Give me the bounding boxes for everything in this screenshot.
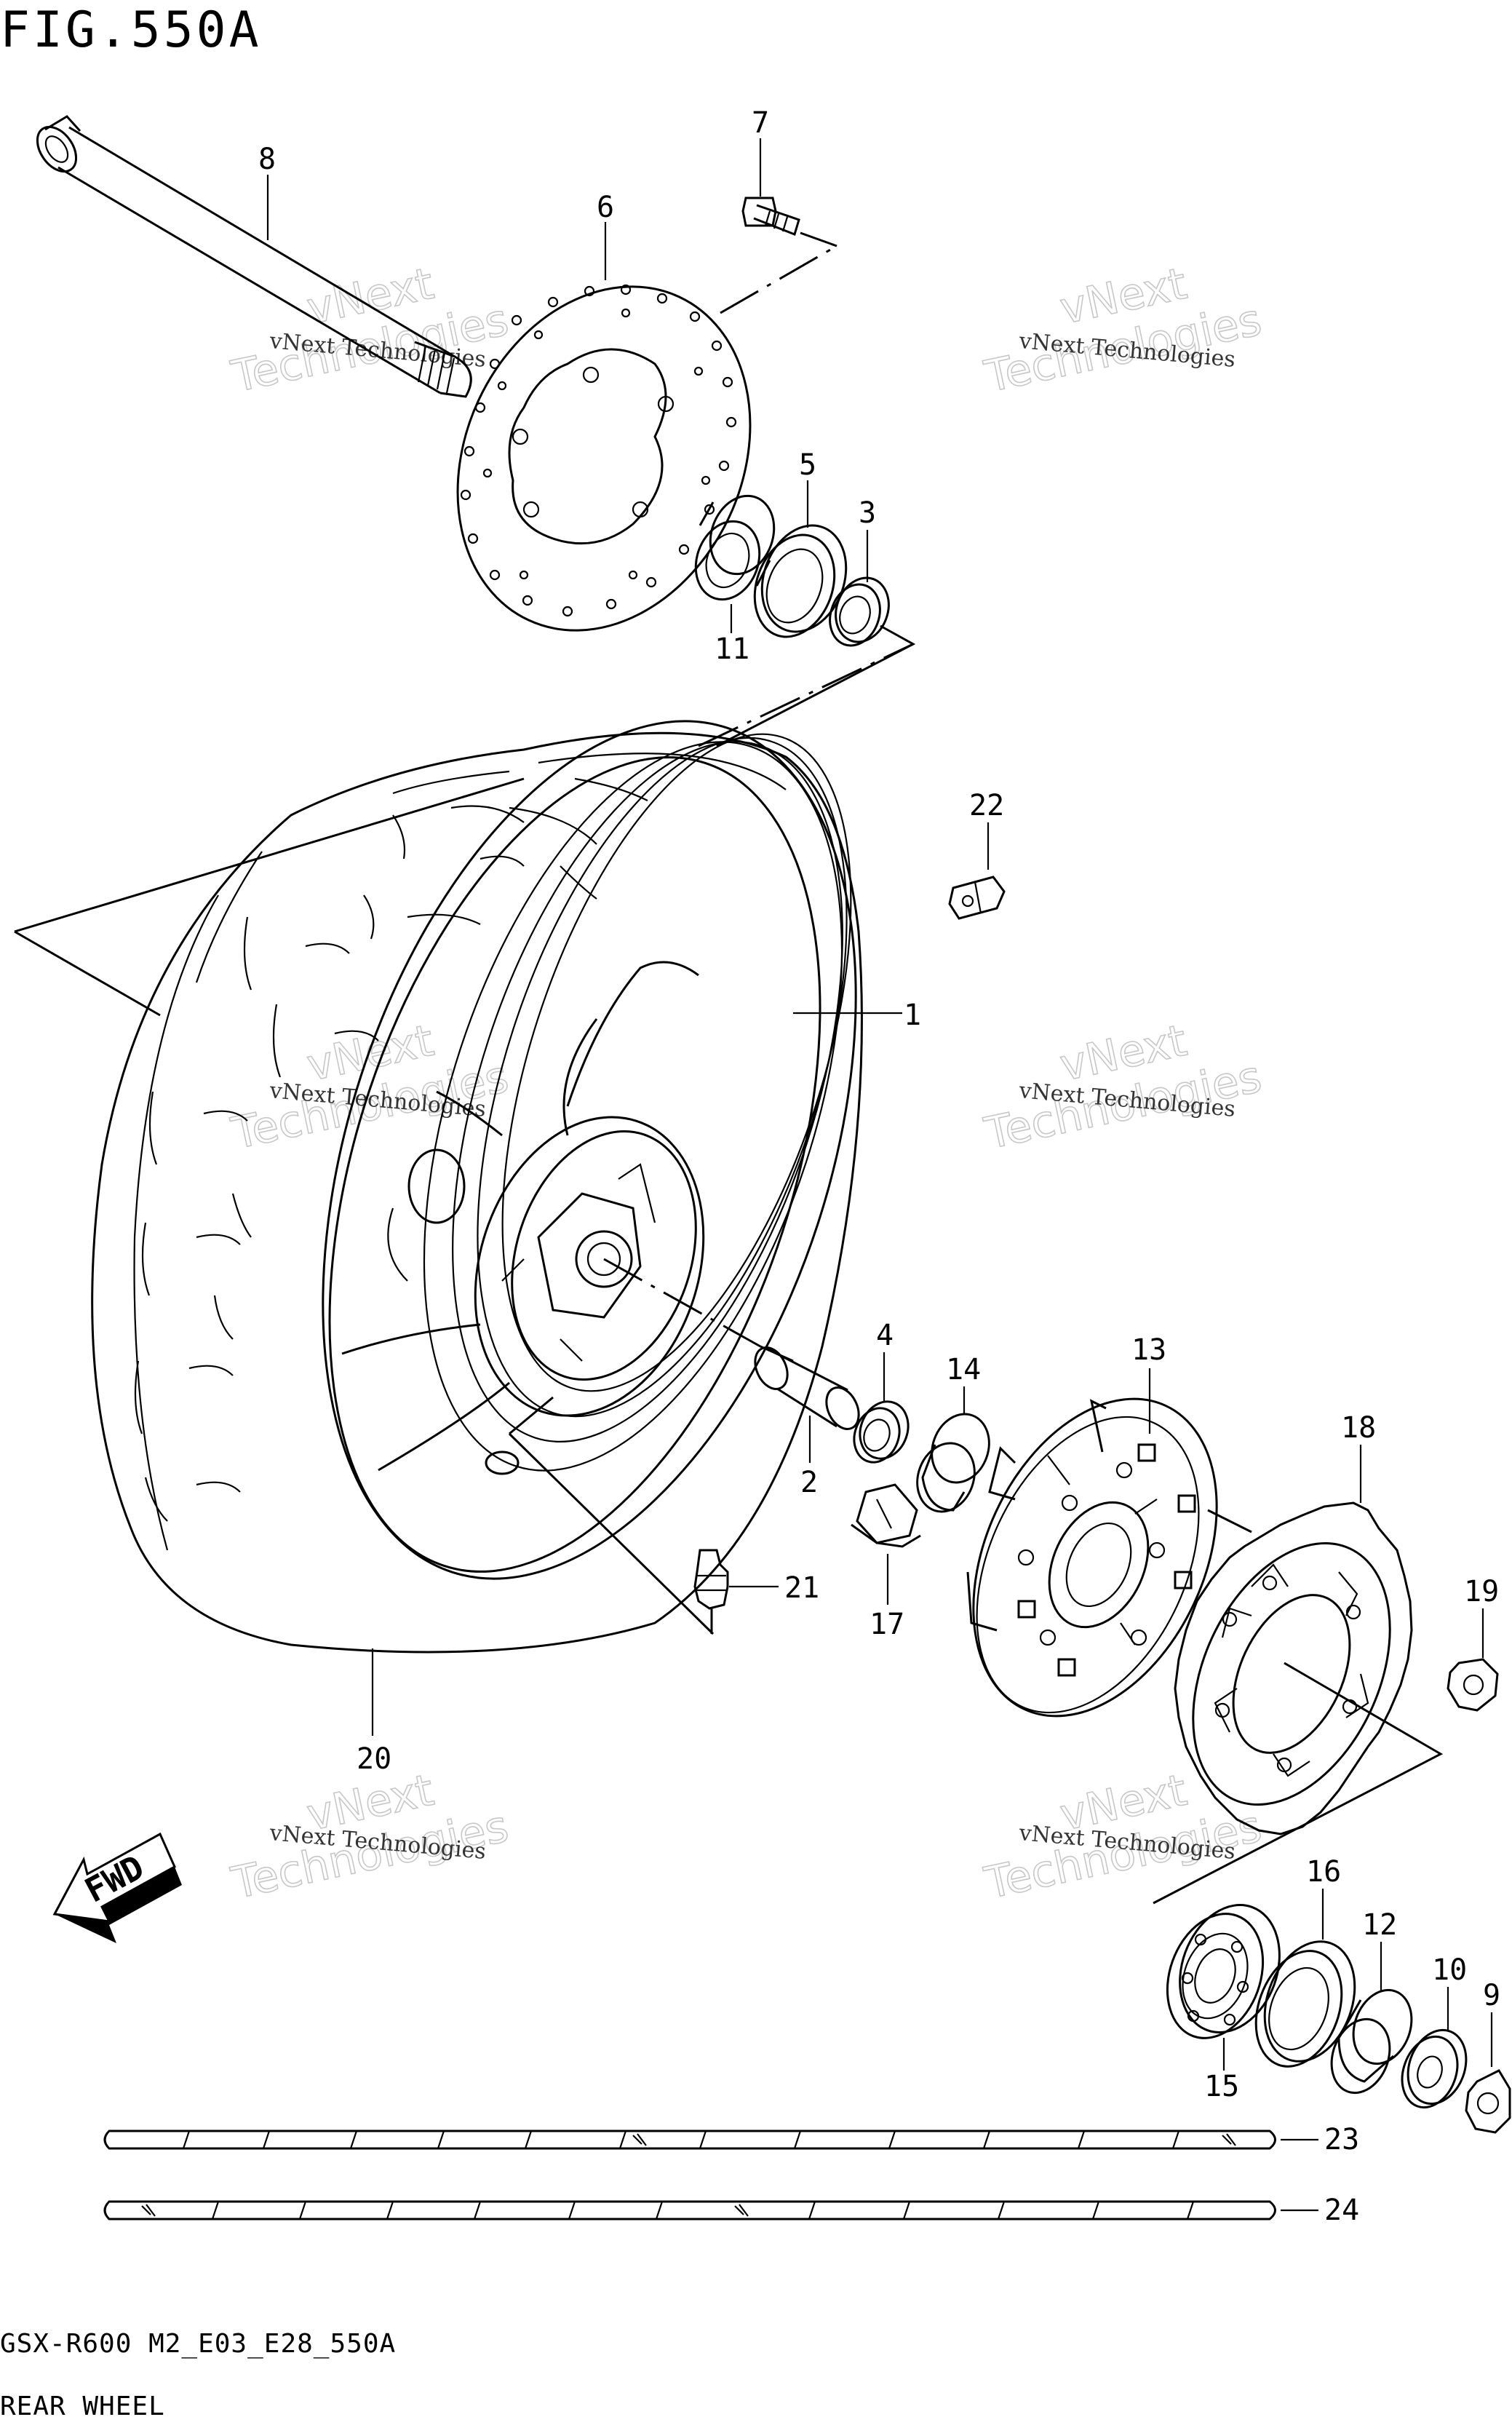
axis-line (720, 245, 837, 314)
callout-16: 16 (1306, 1855, 1341, 1889)
wheel-rim (322, 720, 902, 1580)
frame-line (14, 777, 525, 1017)
sprocket (1174, 1445, 1413, 1835)
spacer-12 (1330, 1942, 1413, 2095)
valve (693, 1549, 779, 1634)
model-code: GSX-R600 M2_E03_E28_550A (0, 2329, 396, 2359)
callout-21: 21 (784, 1571, 819, 1605)
section-name: REAR WHEEL (0, 2392, 165, 2421)
callout-8: 8 (258, 143, 276, 176)
callout-17: 17 (870, 1608, 904, 1641)
watermark: vNext Technologies (979, 258, 1266, 403)
callout-9: 9 (1483, 1979, 1500, 2012)
bearing-3 (829, 530, 890, 647)
callout-18: 18 (1341, 1411, 1376, 1445)
callout-5: 5 (799, 448, 816, 482)
oil-seal-5 (753, 480, 848, 638)
callout-14: 14 (946, 1353, 981, 1386)
tire (91, 731, 863, 1736)
callout-15: 15 (1204, 2070, 1239, 2103)
brake-disc (456, 222, 752, 632)
spacer-14 (916, 1386, 990, 1513)
axis-line (603, 1258, 761, 1348)
frame-line (1153, 1662, 1444, 1905)
bearing-4 (853, 1352, 910, 1464)
callout-20: 20 (357, 1742, 391, 1776)
chain-24 (103, 2200, 1318, 2220)
frame-line (1207, 1509, 1252, 1533)
axle-nut (1465, 2012, 1511, 2134)
callouts: 7 8 6 5 3 11 22 1 4 14 13 18 2 19 21 17 … (258, 106, 1500, 2227)
bearing-15 (1166, 1904, 1281, 2071)
oil-seal-16 (1254, 1889, 1356, 2068)
watermark: vNext Technologies (979, 1015, 1266, 1160)
callout-10: 10 (1432, 1953, 1467, 1987)
axis-line (698, 643, 914, 747)
chain-23 (103, 2130, 1318, 2150)
damper (851, 1483, 921, 1605)
spacer-tube (754, 1346, 860, 1463)
callout-24: 24 (1324, 2194, 1359, 2227)
figure-title: FIG.550A (0, 1, 262, 59)
frame-line (508, 1396, 715, 1635)
sprocket-nut (1447, 1608, 1499, 1712)
callout-7: 7 (752, 106, 769, 140)
washer (1401, 1987, 1468, 2109)
fwd-arrow-icon: FWD (52, 1832, 182, 1943)
callout-23: 23 (1324, 2123, 1359, 2156)
callout-22: 22 (969, 789, 1004, 822)
callout-1: 1 (904, 999, 921, 1032)
callout-4: 4 (876, 1319, 894, 1352)
callout-3: 3 (859, 496, 876, 530)
sprocket-drum (966, 1368, 1218, 1718)
callout-19: 19 (1464, 1575, 1499, 1608)
callout-12: 12 (1362, 1908, 1397, 1942)
callout-11: 11 (715, 632, 749, 666)
axle (36, 115, 472, 398)
callout-6: 6 (597, 191, 614, 224)
axis-line (800, 231, 837, 247)
disc-bolt (741, 138, 800, 236)
balancer (948, 822, 1006, 920)
callout-2: 2 (800, 1466, 818, 1499)
watermark: vNext Technologies (226, 258, 513, 403)
callout-13: 13 (1131, 1333, 1166, 1367)
